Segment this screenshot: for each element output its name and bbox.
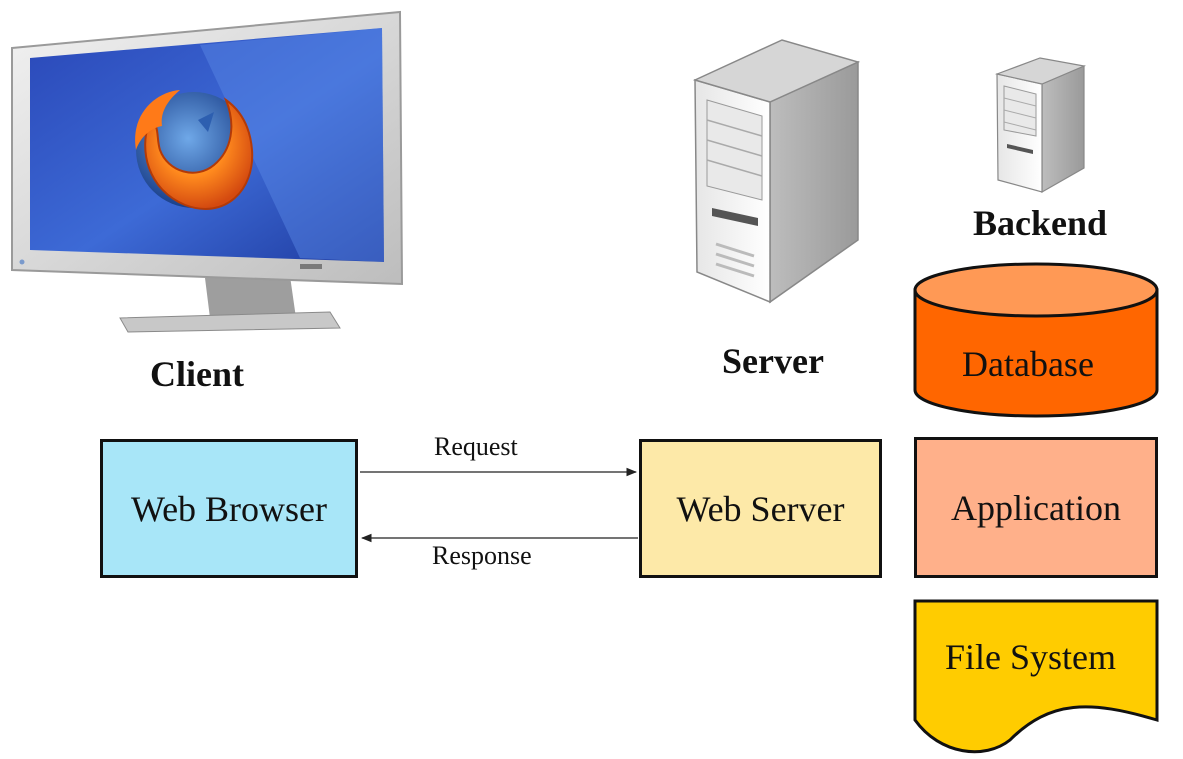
- application-box: Application: [914, 437, 1158, 578]
- database-cylinder: [913, 262, 1159, 418]
- file-system-label: File System: [945, 637, 1117, 677]
- web-server-label: Web Server: [676, 488, 845, 529]
- web-server-box: Web Server: [639, 439, 882, 578]
- request-label: Request: [434, 432, 518, 461]
- server-tower-icon: [692, 39, 861, 304]
- server-tower-small-icon: [994, 57, 1087, 194]
- web-browser-label: Web Browser: [130, 488, 328, 529]
- database-label: Database: [962, 344, 1094, 384]
- firefox-logo-icon: [135, 90, 254, 210]
- backend-label: Backend: [973, 203, 1108, 243]
- file-system-shape: [913, 599, 1159, 754]
- client-label: Client: [150, 354, 244, 394]
- web-browser-box: Web Browser: [100, 439, 358, 578]
- response-label: Response: [432, 541, 532, 570]
- application-label: Application: [951, 487, 1121, 528]
- server-label: Server: [722, 341, 824, 381]
